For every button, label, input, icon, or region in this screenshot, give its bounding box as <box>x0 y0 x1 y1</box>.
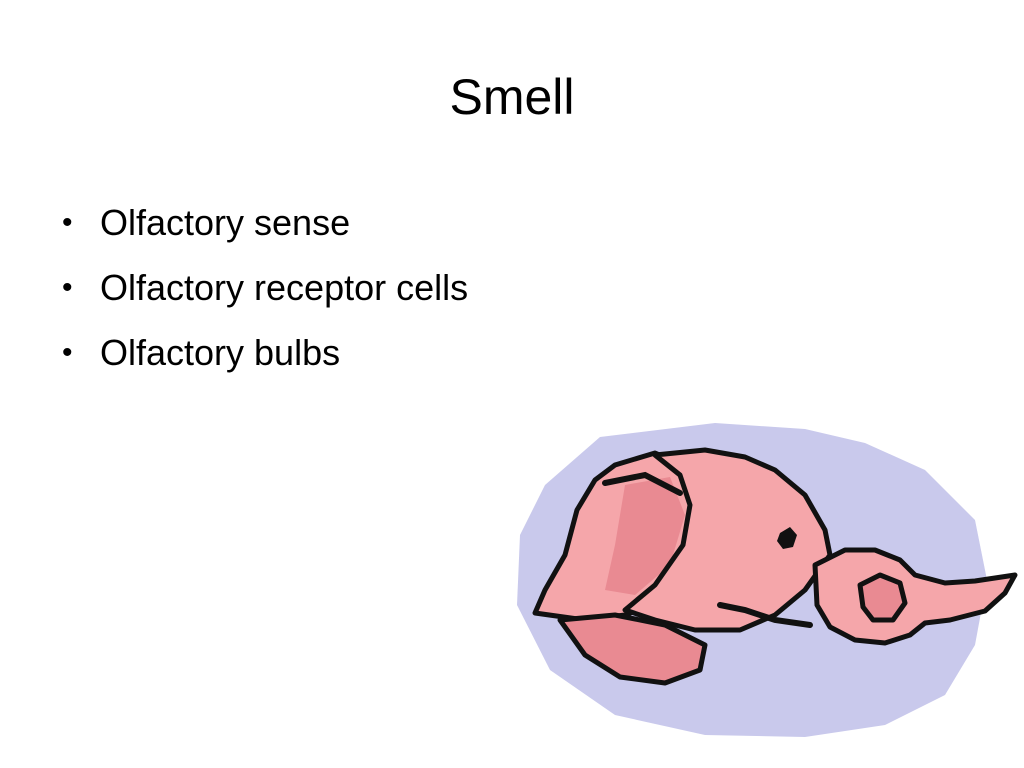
slide-title: Smell <box>449 69 575 125</box>
bullet-dot: • <box>62 205 73 239</box>
bullet-item: • Olfactory sense <box>62 190 468 255</box>
clipart-mouth <box>717 602 813 628</box>
clipart-eye <box>777 527 797 549</box>
clipart-trunk <box>812 547 1018 646</box>
clipart-jaw <box>557 612 708 686</box>
bullet-dot: • <box>62 270 73 304</box>
clipart-trunk-curl <box>857 572 908 623</box>
clipart-ear-fold <box>605 477 685 595</box>
clipart-ear-ridge <box>602 471 683 496</box>
elephant-smelling-icon <box>517 423 1018 737</box>
bullet-text: Olfactory bulbs <box>100 331 341 373</box>
clipart-head <box>622 447 833 633</box>
bullet-text: Olfactory receptor cells <box>100 266 469 308</box>
bullet-text: Olfactory sense <box>100 201 351 243</box>
bullet-item: • Olfactory bulbs <box>62 320 468 385</box>
bullet-dot: • <box>62 335 73 369</box>
bullet-item: • Olfactory receptor cells <box>62 255 468 320</box>
bullet-list: • Olfactory sense • Olfactory receptor c… <box>62 190 468 385</box>
